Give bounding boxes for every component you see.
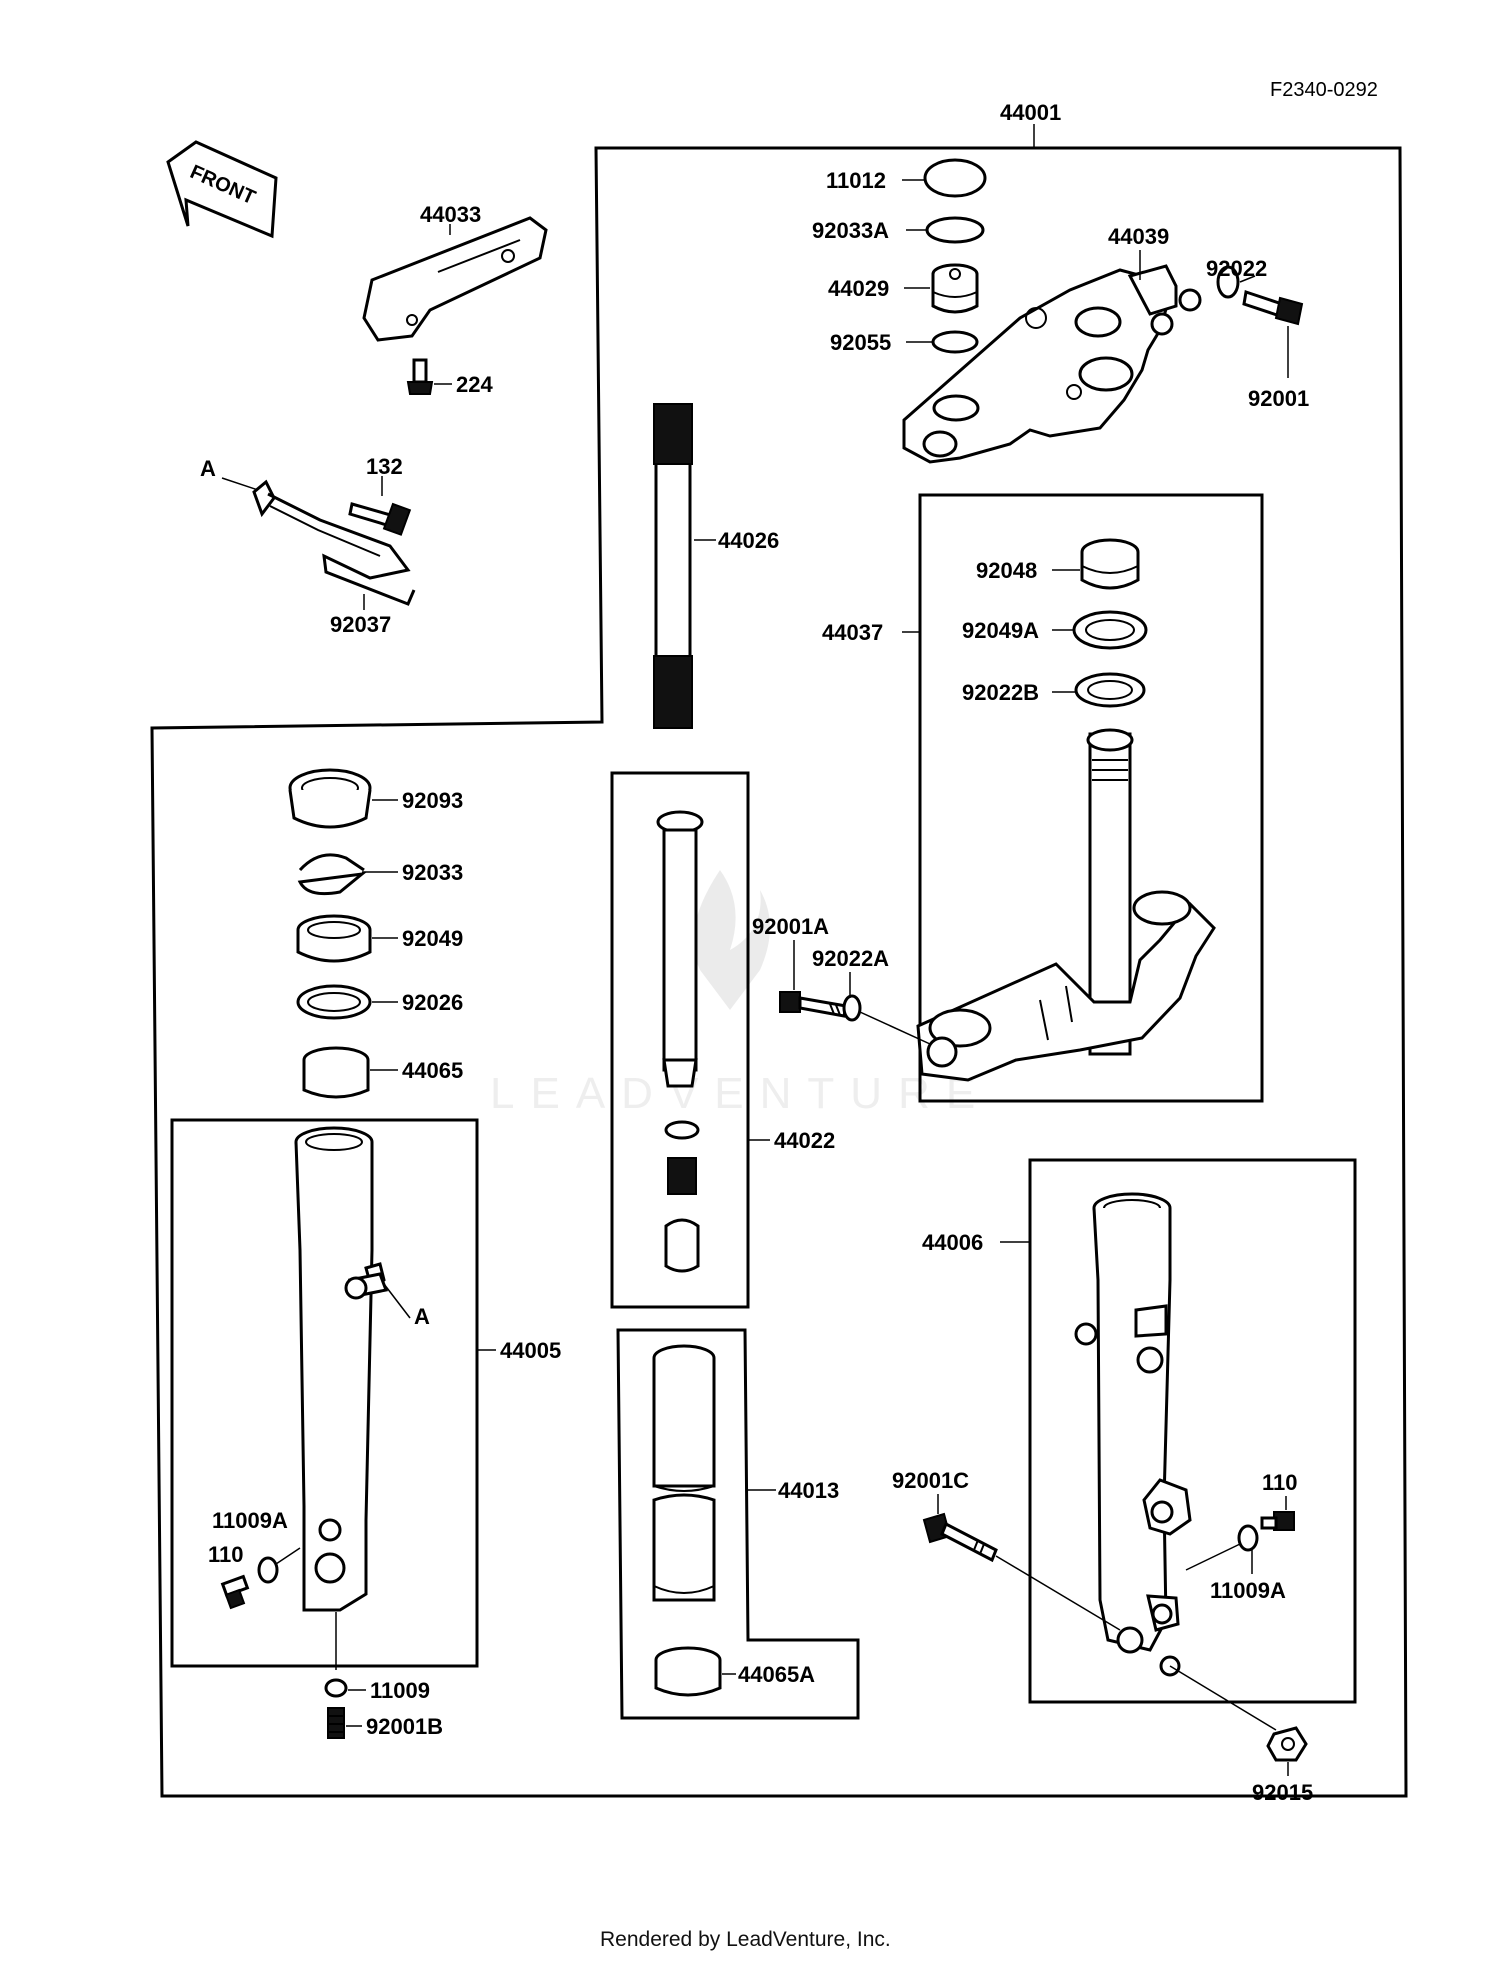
box-44006 xyxy=(1028,1158,1357,1704)
cap-11012-icon xyxy=(923,158,987,198)
label-132: 132 xyxy=(366,454,403,479)
bracket-44033-icon xyxy=(362,216,548,342)
screw-224-icon xyxy=(406,358,434,395)
label-44013: 44013 xyxy=(778,1478,839,1503)
label-92022B: 92022B xyxy=(962,680,1039,705)
bolt-132-icon xyxy=(348,502,412,536)
label-44037: 44037 xyxy=(822,620,883,645)
box-44005 xyxy=(170,1118,479,1668)
nut-92015-icon xyxy=(1266,1726,1308,1762)
label-44039: 44039 xyxy=(1108,224,1169,249)
bolt-92001A-icon xyxy=(779,991,848,1018)
seal-92048-icon xyxy=(1080,538,1140,590)
oil-seal-92049-icon xyxy=(296,914,372,963)
label-92033A: 92033A xyxy=(812,218,889,243)
dust-seal-92093-icon xyxy=(288,768,372,829)
damper-rod-44022-icon xyxy=(656,810,704,1273)
washer-92022B-icon xyxy=(1074,672,1146,708)
bushing-44065A-icon xyxy=(654,1646,722,1697)
washer-92022A-icon xyxy=(842,994,862,1022)
label-92049: 92049 xyxy=(402,926,463,951)
clamp-92037-icon xyxy=(252,479,416,606)
bolt-92001B-icon xyxy=(327,1707,345,1739)
bolt-92001C-icon xyxy=(922,1512,998,1563)
footer-credit: Rendered by LeadVenture, Inc. xyxy=(600,1928,891,1951)
front-arrow-icon: FRONT xyxy=(166,140,278,239)
circlip-92033A-icon xyxy=(925,216,985,244)
label-11012: 11012 xyxy=(826,168,886,193)
marker-a-bottom: A xyxy=(414,1304,430,1329)
label-92015: 92015 xyxy=(1252,1780,1313,1805)
label-44065: 44065 xyxy=(402,1058,463,1083)
label-92001: 92001 xyxy=(1248,386,1309,411)
label-224: 224 xyxy=(456,372,493,397)
spring-rod-44026-icon xyxy=(653,403,693,729)
label-11009A-right: 11009A xyxy=(1210,1578,1286,1603)
box-44022 xyxy=(610,771,750,1309)
label-92048: 92048 xyxy=(976,558,1037,583)
label-92022: 92022 xyxy=(1206,256,1267,281)
washer-11009A-right-icon xyxy=(1237,1524,1259,1552)
bearing-92049A-icon xyxy=(1072,610,1148,650)
inner-tube-44013-icon xyxy=(652,1344,716,1602)
label-44005: 44005 xyxy=(500,1338,561,1363)
label-11009: 11009 xyxy=(370,1678,430,1703)
label-110-left: 110 xyxy=(208,1542,244,1567)
washer-11009-icon xyxy=(324,1678,348,1698)
label-92033: 92033 xyxy=(402,860,463,885)
label-92001B: 92001B xyxy=(366,1714,443,1739)
label-92022A: 92022A xyxy=(812,946,889,971)
label-92001A: 92001A xyxy=(752,914,829,939)
watermark-text: LEADVENTURE xyxy=(490,1069,991,1118)
washer-92026-icon xyxy=(296,984,372,1020)
label-92026: 92026 xyxy=(402,990,463,1015)
label-44065A: 44065A xyxy=(738,1662,815,1687)
label-44001: 44001 xyxy=(1000,100,1061,125)
label-92001C: 92001C xyxy=(892,1468,969,1493)
plug-44029-icon xyxy=(931,263,979,314)
label-92093: 92093 xyxy=(402,788,463,813)
label-92049A: 92049A xyxy=(962,618,1039,643)
bushing-44065-icon xyxy=(302,1046,370,1099)
label-44029: 44029 xyxy=(828,276,889,301)
label-44026: 44026 xyxy=(718,528,779,553)
label-44006: 44006 xyxy=(922,1230,983,1255)
label-11009A-left: 11009A xyxy=(212,1508,288,1533)
label-44022: 44022 xyxy=(774,1128,835,1153)
oring-92055-icon xyxy=(931,330,979,354)
bolt-92001-icon xyxy=(1242,290,1304,326)
label-44033: 44033 xyxy=(420,202,481,227)
label-92055: 92055 xyxy=(830,330,891,355)
steering-stem-44037-icon xyxy=(916,728,1216,1082)
washer-11009A-left-icon xyxy=(257,1556,279,1584)
bolt-110-right-icon xyxy=(1260,1511,1295,1531)
outer-tube-44006-icon xyxy=(1074,1192,1192,1677)
box-44013 xyxy=(616,1328,860,1720)
bolt-110-left-icon xyxy=(220,1574,250,1610)
marker-a-top: A xyxy=(200,456,216,481)
upper-bracket-44039-icon xyxy=(902,264,1202,464)
outer-tube-44005-icon xyxy=(294,1126,389,1612)
drawing-reference: F2340-0292 xyxy=(1270,79,1378,101)
watermark-logo xyxy=(693,870,770,1010)
label-92037: 92037 xyxy=(330,612,391,637)
circlip-92033-icon xyxy=(297,853,368,896)
washer-92022-icon xyxy=(1216,265,1240,299)
label-110-right: 110 xyxy=(1262,1470,1298,1495)
box-44037 xyxy=(918,493,1264,1103)
assembly-outline-44001 xyxy=(150,146,1408,1798)
